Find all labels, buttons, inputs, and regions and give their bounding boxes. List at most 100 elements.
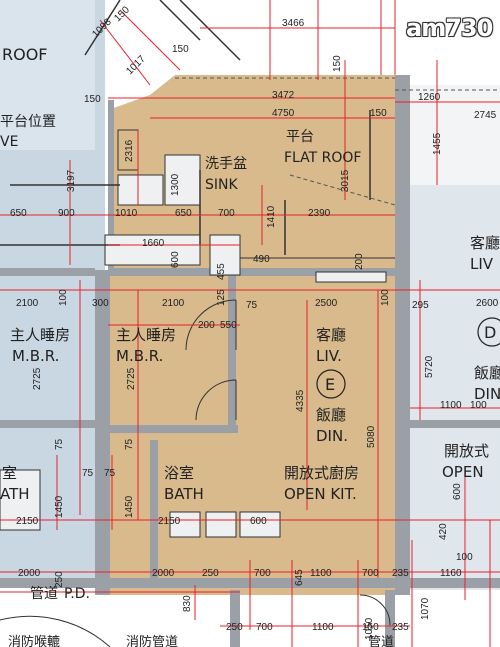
dim-2316: 2316 bbox=[124, 139, 135, 162]
left-roof-area bbox=[0, 0, 95, 150]
pipe-bottom-label: 管道 bbox=[368, 635, 394, 647]
dim-1100-c: 1100 bbox=[312, 622, 334, 633]
dim-490: 490 bbox=[253, 254, 270, 265]
section-lines bbox=[0, 0, 371, 255]
dim-1050: 1050 bbox=[364, 617, 375, 640]
right-open-en-label: OPEN bbox=[442, 463, 484, 481]
dim-1100-a: 1100 bbox=[440, 400, 462, 411]
dim-1450-b: 1450 bbox=[124, 495, 135, 518]
dim-600-b: 600 bbox=[250, 516, 267, 527]
dim-420: 420 bbox=[438, 523, 449, 540]
dim-100-b: 100 bbox=[380, 289, 391, 306]
dimension-labels: 3466 1098 1017 150 150 150 3472 4750 150… bbox=[10, 4, 499, 640]
unit-e-marker bbox=[316, 369, 346, 399]
sink-en-label: SINK bbox=[205, 177, 238, 193]
sink-zh-label: 洗手盆 bbox=[205, 156, 247, 172]
dim-100-d: 100 bbox=[456, 552, 473, 563]
dim-1410: 1410 bbox=[266, 205, 277, 228]
dim-150-f: 150 bbox=[362, 622, 379, 633]
bath-en-label: BATH bbox=[164, 485, 204, 503]
dim-2100-b: 2100 bbox=[162, 298, 185, 309]
dim-3015: 3015 bbox=[340, 169, 351, 192]
right-din-en-label: DIN bbox=[474, 385, 500, 403]
right-liv-zh-label: 客廳 bbox=[470, 234, 500, 252]
dim-900: 900 bbox=[58, 208, 75, 219]
dim-2725-a: 2725 bbox=[32, 367, 43, 390]
dim-100-c: 100 bbox=[470, 400, 487, 411]
right-open-zh-label: 開放式 bbox=[444, 442, 489, 460]
dim-700-a: 700 bbox=[218, 208, 235, 219]
dim-1660: 1660 bbox=[142, 238, 165, 249]
dim-1260: 1260 bbox=[418, 92, 441, 103]
dim-235-b: 235 bbox=[392, 622, 409, 633]
dim-3472: 3472 bbox=[272, 90, 295, 101]
dim-2500: 2500 bbox=[315, 298, 338, 309]
fixtures bbox=[0, 129, 395, 647]
dim-1010: 1010 bbox=[115, 208, 138, 219]
dim-5720: 5720 bbox=[424, 355, 435, 378]
bath-left-en-label: ATH bbox=[0, 485, 30, 503]
dim-300: 300 bbox=[92, 298, 109, 309]
dim-645: 645 bbox=[294, 569, 305, 586]
dim-295: 295 bbox=[412, 300, 429, 311]
dim-100-a: 100 bbox=[58, 289, 69, 306]
pipe-duct-label: 管道 bbox=[30, 586, 58, 602]
right-din-zh-label: 飯廳 bbox=[474, 364, 500, 382]
open-kitchen-zh-label: 開放式廚房 bbox=[284, 464, 359, 482]
flat-roof-en-label: FLAT ROOF bbox=[284, 150, 362, 166]
dim-5080: 5080 bbox=[366, 425, 377, 448]
dim-125: 125 bbox=[216, 289, 227, 306]
dim-2000-a: 2000 bbox=[18, 568, 41, 579]
dim-4750: 4750 bbox=[272, 108, 295, 119]
dim-2725-b: 2725 bbox=[126, 367, 137, 390]
open-kitchen-en-label: OPEN KIT. bbox=[284, 485, 357, 503]
dim-250-c: 250 bbox=[226, 622, 243, 633]
platform-position-label: 平台位置 bbox=[0, 114, 56, 130]
dim-1300: 1300 bbox=[170, 173, 181, 196]
dim-650-b: 650 bbox=[175, 208, 192, 219]
dim-200-b: 200 bbox=[198, 320, 215, 331]
dim-75-d: 75 bbox=[82, 468, 94, 479]
dim-2600: 2600 bbox=[476, 298, 499, 309]
dim-600-c: 600 bbox=[452, 483, 463, 500]
dim-150-e: 150 bbox=[332, 55, 343, 72]
dim-200-a: 200 bbox=[354, 253, 365, 270]
dim-2100-a: 2100 bbox=[16, 298, 39, 309]
dim-250-b: 250 bbox=[202, 568, 219, 579]
dim-1100-b: 1100 bbox=[310, 568, 332, 579]
dim-455: 455 bbox=[216, 263, 227, 280]
dim-2150-a: 2150 bbox=[16, 516, 39, 527]
dim-550: 550 bbox=[220, 320, 237, 331]
dashed-lines bbox=[175, 77, 500, 206]
fire-pipe-label: 消防管道 bbox=[126, 634, 178, 647]
dim-700-c: 700 bbox=[362, 568, 379, 579]
dim-150-c: 150 bbox=[84, 94, 101, 105]
dim-1160: 1160 bbox=[440, 568, 462, 579]
am730-watermark-logo: am730 bbox=[406, 14, 493, 42]
dim-700-b: 700 bbox=[254, 568, 271, 579]
dim-650-a: 650 bbox=[10, 208, 27, 219]
unit-d-letter: D bbox=[484, 323, 496, 342]
mbr-en-label: M.B.R. bbox=[116, 347, 163, 365]
dim-1070: 1070 bbox=[420, 597, 431, 620]
right-unit-area bbox=[410, 185, 500, 590]
unit-e-letter: E bbox=[325, 375, 335, 394]
liv-zh-label: 客廳 bbox=[316, 326, 346, 344]
dim-1450-a: 1450 bbox=[54, 495, 65, 518]
top-right-area bbox=[395, 85, 500, 185]
flat-roof-zh-label: 平台 bbox=[286, 129, 314, 145]
bath-zh-label: 浴室 bbox=[164, 464, 194, 482]
dim-3197: 3197 bbox=[66, 169, 77, 192]
dim-2000-b: 2000 bbox=[152, 568, 175, 579]
bath-left-zh-label: 室 bbox=[2, 464, 17, 482]
fire-hose-reel-label: 消防喉轆 bbox=[8, 634, 60, 647]
dim-75-c: 75 bbox=[124, 438, 135, 450]
unit-e-flat-roof bbox=[108, 75, 395, 270]
dim-75-b: 75 bbox=[54, 438, 65, 450]
right-liv-en-label: LIV bbox=[470, 255, 494, 273]
din-en-label: DIN. bbox=[316, 427, 348, 445]
dim-600-a: 600 bbox=[170, 251, 181, 268]
dim-75-a: 75 bbox=[246, 300, 258, 311]
